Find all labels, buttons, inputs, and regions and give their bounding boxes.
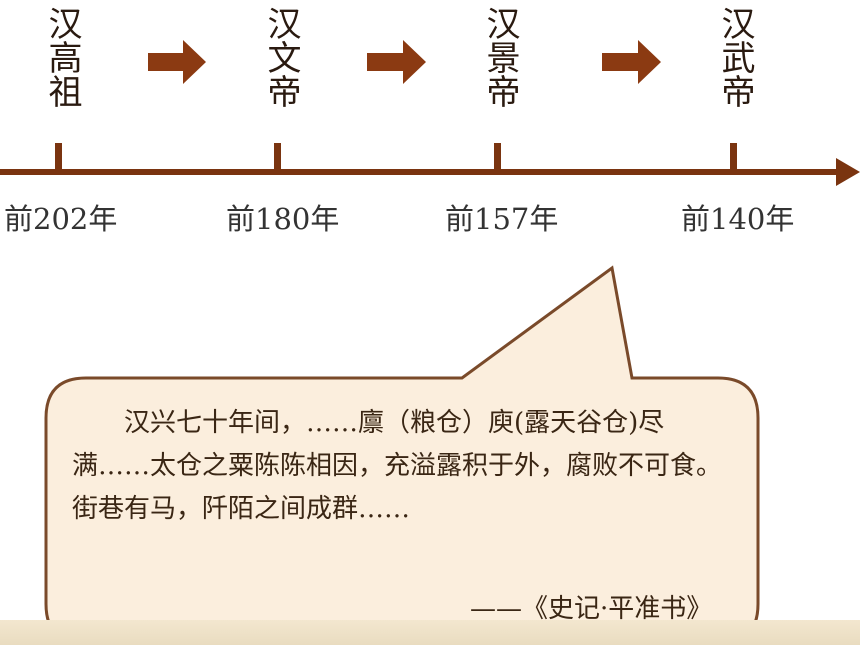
- quote-text: 汉兴七十年间，……廪（粮仓）庾(露天谷仓)尽满……太仓之粟陈陈相因，充溢露积于外…: [72, 408, 723, 524]
- emperor-name-jingdi: 汉景帝: [480, 6, 520, 108]
- axis-arrowhead: [836, 158, 860, 186]
- emperor-name-wudi: 汉武帝: [715, 6, 755, 108]
- timeline-axis: [0, 40, 860, 186]
- year-label-wendi: 前180年: [226, 202, 340, 236]
- right-arrow-icon: [367, 40, 426, 84]
- tick-wendi: [274, 143, 281, 173]
- tick-jingdi: [494, 143, 501, 173]
- tick-wudi: [730, 143, 737, 173]
- emperor-name-gaozu: 汉高祖: [42, 6, 82, 108]
- emperor-name-wendi: 汉文帝: [261, 6, 301, 108]
- right-arrow-icon: [602, 40, 661, 84]
- quote-source: ——《史记·平准书》: [470, 594, 713, 624]
- bottom-strip: [0, 620, 860, 645]
- right-arrow-icon: [148, 40, 206, 84]
- year-label-gaozu: 前202年: [4, 202, 118, 236]
- year-label-wudi: 前140年: [681, 202, 795, 236]
- year-label-jingdi: 前157年: [445, 202, 559, 236]
- tick-gaozu: [55, 143, 62, 173]
